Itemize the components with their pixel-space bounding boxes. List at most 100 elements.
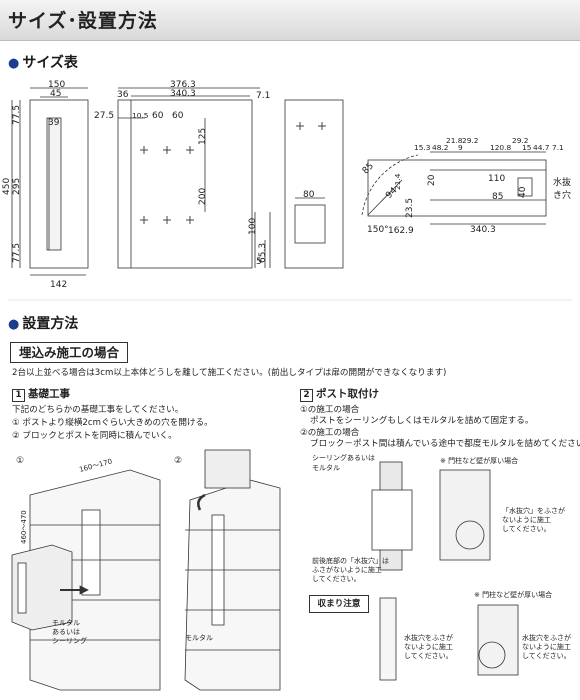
step2-line-3: ブロック－ポスト間は積んでいる途中で都度モルタルを詰めてください (310, 439, 580, 449)
front-view-slot (46, 117, 62, 251)
dim-back-total: 376.3 (170, 80, 196, 90)
dim-plan-3403: 340.3 (470, 225, 496, 235)
drain-box-1: 「水抜穴」をふさが (502, 506, 565, 515)
dim-plan-85b: 85 (492, 192, 503, 202)
dim-back-left: 36 (117, 90, 129, 100)
mortar-label: モルタル (185, 633, 213, 642)
seal-label-3: シーリング (52, 636, 87, 645)
dim-b3: 5 (256, 257, 262, 267)
side-view-box (294, 204, 326, 244)
thick-wall-note: ※ 門柱など壁が厚い場合 (440, 456, 518, 465)
dim-top-8: 44.7 (533, 143, 550, 152)
drain-hole-b1: 水抜穴をふさが (522, 633, 571, 642)
step2-seal-1: シーリングあるいは (312, 453, 375, 462)
dim-h1: 10.5 (132, 111, 149, 120)
dim-plan-angle: 150° (367, 225, 389, 235)
step2-line-1: ポストをシーリングもしくはモルタルを詰めて固定する。 (310, 416, 534, 426)
detail-circle-1 (455, 520, 485, 550)
dim-front-bottom: 77.5 (12, 243, 22, 263)
dim-top-7: 15 (522, 143, 532, 152)
dim-hole-offset: 27.5 (94, 111, 114, 121)
dim-plan-235: 23.5 (405, 198, 415, 218)
dim-plan-21: 21.4 (393, 173, 402, 190)
fig2-block (204, 449, 251, 489)
step2-caution-post (379, 597, 397, 681)
dim-front-inner: 45 (50, 89, 61, 99)
drain-hole-b2: ないように施工 (522, 642, 571, 651)
install-heading-text: 設置方法 (22, 316, 79, 332)
front-drain-1: 前後底部の「水抜穴」は (312, 556, 389, 565)
drain-box-3: してください。 (502, 525, 551, 533)
step1-title-text: 基礎工事 (28, 388, 70, 400)
dim-plan-110: 110 (488, 174, 505, 184)
drain-hole-b3: してください。 (522, 652, 571, 660)
install-section-heading: ●設置方法 (8, 313, 78, 333)
step2-post-section (371, 489, 413, 551)
dim-front-width: 150 (48, 80, 65, 90)
title-bar: サイズ･設置方法 (0, 0, 580, 41)
back-view-outline (117, 99, 253, 269)
front-drain-3: してください。 (312, 575, 361, 583)
thick-wall-note-2: ※ 門柱など壁が厚い場合 (474, 590, 552, 599)
seal-label-1: モルタル (52, 618, 80, 627)
fig1-label: ① (16, 456, 24, 466)
fig1-post-box (11, 544, 73, 631)
step2-thick-wall (439, 469, 491, 561)
dim-front-base: 142 (50, 280, 67, 290)
dim-top-2: 21.8 (446, 136, 463, 145)
detail-circle-2 (478, 641, 506, 669)
drain-hole-2: ないように施工 (404, 642, 453, 651)
step2-line-0: ①の施工の場合 (300, 405, 360, 415)
dim-b2: 65.3 (258, 243, 268, 263)
bullet-icon: ● (8, 317, 20, 332)
dim-back-inner: 340.3 (170, 89, 196, 99)
dim-b1: 100 (248, 218, 258, 235)
dim-top-5: 120.8 (490, 143, 511, 152)
dim-plan-20: 20 (427, 174, 437, 186)
step1-line-0: 下記のどちらかの基礎工事をしてください。 (12, 405, 184, 415)
dim-slot-width: 39 (48, 118, 60, 128)
dim-side-box: 80 (303, 190, 315, 200)
embed-note: 2台以上並べる場合は3cm以上本体どうしを離して施工ください。(前出しタイプは扉… (12, 368, 447, 378)
dim-top-3: 29.2 (462, 136, 478, 145)
front-view-outline (29, 99, 89, 269)
dim-hole-height: 460～470 (20, 510, 28, 544)
dim-top-9: 7.1 (552, 143, 564, 152)
dim-hole-width: 160～170 (78, 457, 113, 473)
front-drain-2: ふさがないように施工 (312, 565, 382, 574)
dim-front-height: 450 (2, 178, 12, 195)
dim-front-top: 77.5 (12, 105, 22, 125)
step2-title-text: ポスト取付け (316, 388, 379, 400)
page-title: サイズ･設置方法 (8, 10, 158, 32)
embed-banner: 埋込み施工の場合 (10, 342, 129, 363)
dim-h3: 60 (172, 111, 184, 121)
dim-top-6: 29.2 (512, 136, 528, 145)
size-heading-text: サイズ表 (22, 55, 78, 71)
step2-line-2: ②の施工の場合 (300, 428, 360, 438)
dim-v1: 125 (198, 128, 208, 145)
drain-label-1: 水抜 (553, 176, 571, 188)
fig2-label: ② (174, 456, 182, 466)
size-section-heading: ●サイズ表 (8, 52, 78, 72)
dim-front-mid: 295 (12, 178, 22, 195)
drain-label-2: き穴 (553, 189, 571, 201)
drain-hole-1: 水抜穴をふさが (404, 633, 453, 642)
dim-top-1: 48.2 (432, 143, 448, 152)
dim-v2: 200 (198, 188, 208, 205)
step2-number: 2 (300, 389, 313, 402)
step1-number: 1 (12, 389, 25, 402)
drain-box-2: ないように施工 (502, 515, 551, 524)
fig2-wall (184, 479, 281, 691)
step2-thick-wall-2 (477, 604, 519, 676)
door-swing-arc (361, 154, 419, 216)
bullet-icon: ● (8, 56, 20, 71)
seal-label-2: あるいは (52, 628, 80, 636)
dim-back-right: 7.1 (256, 91, 270, 101)
caution-box: 収まり注意 (309, 595, 369, 613)
dim-plan-40: 40 (518, 186, 528, 198)
plan-view-outline (367, 159, 547, 217)
